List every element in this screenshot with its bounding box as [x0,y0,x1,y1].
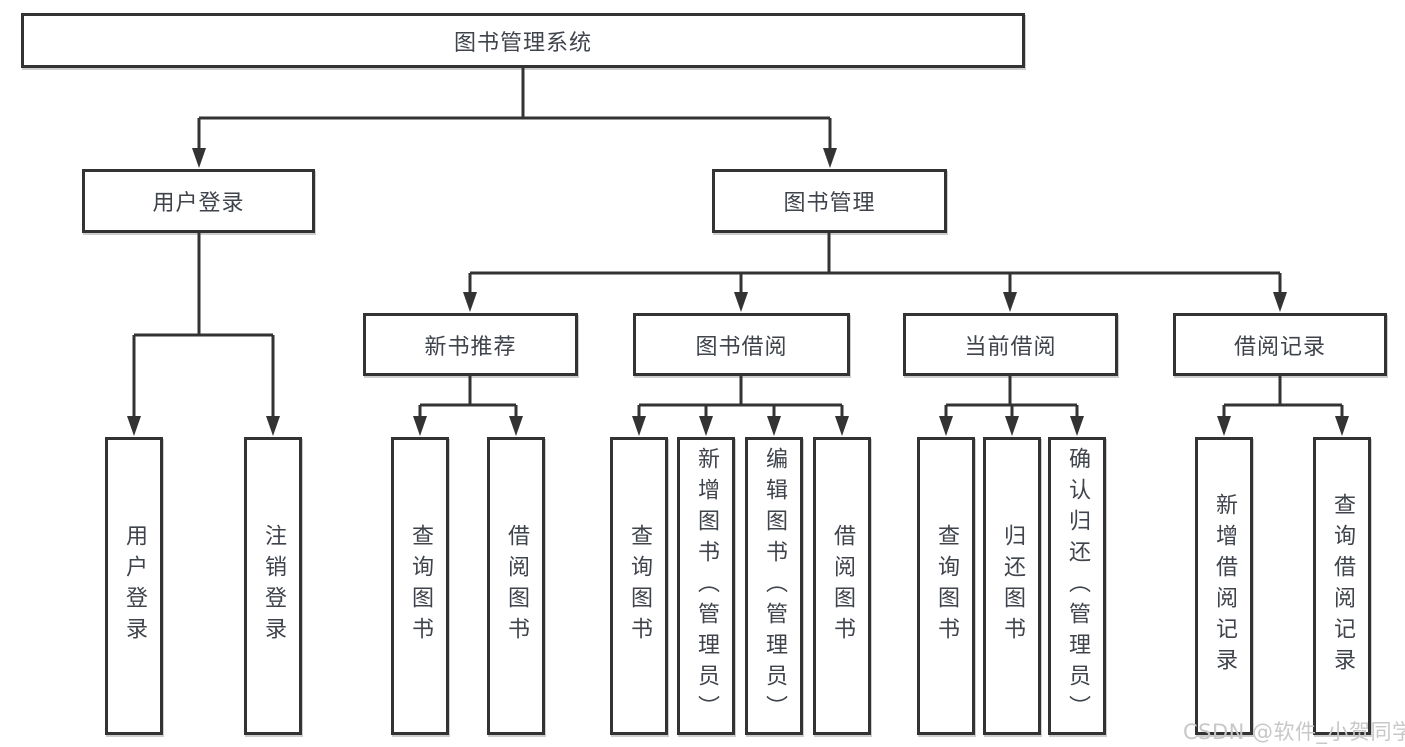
connector-current-borrow [944,376,1079,418]
leaf-label: 编辑图书（管理员） [762,446,787,726]
node-new-book-recommend: 新书推荐 [363,313,578,376]
connector-book-management [468,233,1282,294]
node-library-management-system: 图书管理系统 [21,13,1025,68]
leaf-label: 查询图书 [627,524,652,648]
node-borrow-records: 借阅记录 [1173,313,1387,376]
arrow-down-icon [413,416,427,436]
arrow-down-icon [767,416,781,436]
leaf-label: 借阅图书 [504,524,529,648]
arrow-down-icon [823,148,837,168]
connector-borrow-records [1222,376,1344,418]
leaf-label: 归还图书 [1000,524,1025,648]
arrow-down-icon [1070,416,1084,436]
leaf-label: 借阅图书 [830,524,855,648]
leaf-add-borrow-record: 新增借阅记录 [1195,437,1253,735]
leaf-add-books-admin: 新增图书（管理员） [677,437,735,735]
leaf-label: 查询图书 [934,524,959,648]
leaf-user-login: 用户登录 [105,437,163,735]
arrow-down-icon [734,292,748,312]
leaf-query-books-current: 查询图书 [917,437,975,735]
leaf-label: 用户登录 [122,524,147,648]
node-book-borrow: 图书借阅 [633,313,850,376]
arrow-down-icon [835,416,849,436]
arrow-down-icon [1005,416,1019,436]
leaf-query-books-recommend: 查询图书 [391,437,449,735]
leaf-confirm-return-admin: 确认归还（管理员） [1048,437,1106,735]
leaf-borrow-books: 借阅图书 [813,437,871,735]
node-book-management: 图书管理 [712,169,947,233]
arrow-down-icon [699,416,713,436]
arrow-down-icon [632,416,646,436]
leaf-label: 新增借阅记录 [1212,493,1237,679]
leaf-logout: 注销登录 [244,437,302,735]
arrow-down-icon [463,292,477,312]
leaf-label: 新增图书（管理员） [694,446,719,726]
leaf-label: 注销登录 [261,524,286,648]
connector-root [197,68,832,150]
leaf-query-borrow-record: 查询借阅记录 [1313,437,1371,735]
leaf-label: 查询借阅记录 [1330,493,1355,679]
arrow-down-icon [509,416,523,436]
arrow-down-icon [192,148,206,168]
csdn-watermark: CSDN @软件_小贺同学 [1183,720,1405,744]
arrow-down-icon [939,416,953,436]
leaf-label: 查询图书 [408,524,433,648]
leaf-label: 确认归还（管理员） [1065,446,1090,726]
connector-book-borrow [637,376,844,418]
node-user-login: 用户登录 [82,169,315,233]
arrow-down-icon [1273,292,1287,312]
leaf-edit-books-admin: 编辑图书（管理员） [745,437,803,735]
node-current-borrow: 当前借阅 [903,313,1118,376]
arrow-down-icon [1335,416,1349,436]
arrow-down-icon [1003,292,1017,312]
leaf-borrow-books-recommend: 借阅图书 [487,437,545,735]
leaf-return-books: 归还图书 [983,437,1041,735]
arrow-down-icon [127,416,141,436]
arrow-down-icon [266,416,280,436]
leaf-query-books-borrow: 查询图书 [610,437,668,735]
connector-user-login [132,233,275,418]
arrow-down-icon [1217,416,1231,436]
connector-new-book-recommend [418,376,518,418]
